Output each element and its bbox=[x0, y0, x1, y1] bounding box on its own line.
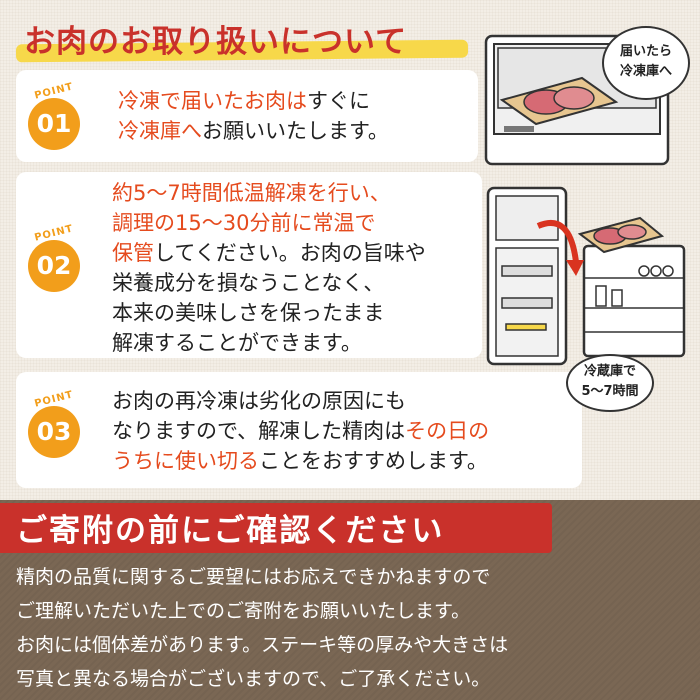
text-segment: うちに使い切る bbox=[112, 449, 259, 473]
point-badge-03: 03 bbox=[28, 406, 80, 458]
point-text-02: 約5～7時間低温解凍を行い、 調理の15～30分前に常温で 保管してください。お… bbox=[112, 178, 426, 358]
text-segment: なりますので、解凍した精肉は bbox=[112, 419, 406, 443]
point-number: 03 bbox=[36, 417, 72, 446]
note-line: お肉には個体差があります。ステーキ等の厚みや大きさは bbox=[16, 634, 509, 656]
text-line: 栄養成分を損なうことなく、 bbox=[112, 268, 426, 298]
text-segment: その日の bbox=[405, 419, 490, 443]
text-line: 解凍することができます。 bbox=[112, 328, 426, 358]
text-line: うちに使い切ることをおすすめします。 bbox=[112, 446, 489, 476]
header: お肉のお取り扱いについて bbox=[15, 14, 469, 64]
text-line: 保管してください。お肉の旨味や bbox=[112, 238, 426, 268]
text-segment: ことをおすすめします。 bbox=[259, 449, 488, 473]
text-segment: 冷凍で届いたお肉は bbox=[118, 89, 307, 113]
text-segment: 調理の15～30分前に常温で bbox=[112, 211, 376, 235]
text-line: 冷凍庫へお願いいたします。 bbox=[118, 116, 389, 146]
confirm-banner bbox=[0, 503, 552, 553]
text-segment: すぐに bbox=[307, 89, 370, 113]
confirm-notes: 精肉の品質に関するご要望にはお応えできかねますので ご理解いただいた上でのご寄附… bbox=[16, 560, 508, 696]
note-line: 写真と異なる場合がございますので、ご了承ください。 bbox=[16, 668, 491, 690]
text-line: なりますので、解凍した精肉はその日の bbox=[112, 416, 489, 446]
point-card-02 bbox=[16, 172, 482, 358]
text-segment: お肉の再冷凍は劣化の原因にも bbox=[112, 389, 406, 413]
text-segment: お願いいたします。 bbox=[202, 119, 389, 143]
text-line: 本来の美味しさを保ったまま bbox=[112, 298, 426, 328]
note-line: ご理解いただいた上でのご寄附をお願いいたします。 bbox=[16, 600, 471, 622]
note-line: 精肉の品質に関するご要望にはお応えできかねますので bbox=[16, 566, 491, 588]
point-badge-02: 02 bbox=[28, 240, 80, 292]
point-text-01: 冷凍で届いたお肉はすぐに 冷凍庫へお願いいたします。 bbox=[118, 86, 389, 146]
point-card-03 bbox=[16, 372, 582, 488]
confirm-title: ご寄附の前にご確認ください bbox=[16, 513, 445, 549]
freezer-callout-bubble: 届いたら 冷凍庫へ bbox=[602, 26, 690, 100]
page-title: お肉のお取り扱いについて bbox=[24, 24, 408, 60]
text-line: 冷凍で届いたお肉はすぐに bbox=[118, 86, 389, 116]
point-text-03: お肉の再冷凍は劣化の原因にも なりますので、解凍した精肉はその日の うちに使い切… bbox=[112, 386, 489, 476]
text-line: 約5～7時間低温解凍を行い、 bbox=[112, 178, 426, 208]
bubble-line: 冷凍庫へ bbox=[619, 64, 672, 79]
text-segment: してください。お肉の旨味や bbox=[154, 241, 426, 265]
text-segment: 冷凍庫へ bbox=[118, 119, 202, 143]
point-badge-01: 01 bbox=[28, 98, 80, 150]
text-segment: 栄養成分を損なうことなく、 bbox=[112, 271, 385, 295]
bubble-line: 5～7時間 bbox=[581, 384, 639, 399]
text-line: 調理の15～30分前に常温で bbox=[112, 208, 426, 238]
text-segment: 解凍することができます。 bbox=[112, 331, 362, 355]
text-line: お肉の再冷凍は劣化の原因にも bbox=[112, 386, 489, 416]
point-number: 01 bbox=[36, 109, 72, 138]
fridge-callout-bubble: 冷蔵庫で 5～7時間 bbox=[566, 354, 654, 412]
point-card-01 bbox=[16, 70, 478, 162]
point-number: 02 bbox=[36, 251, 72, 280]
bubble-line: 冷蔵庫で bbox=[583, 364, 636, 379]
text-segment: 保管 bbox=[112, 241, 154, 265]
text-segment: 本来の美味しさを保ったまま bbox=[112, 301, 385, 325]
text-segment: 約5～7時間低温解凍を行い、 bbox=[112, 181, 391, 205]
bubble-line: 届いたら bbox=[619, 44, 672, 59]
fridge-illustration bbox=[486, 186, 686, 366]
